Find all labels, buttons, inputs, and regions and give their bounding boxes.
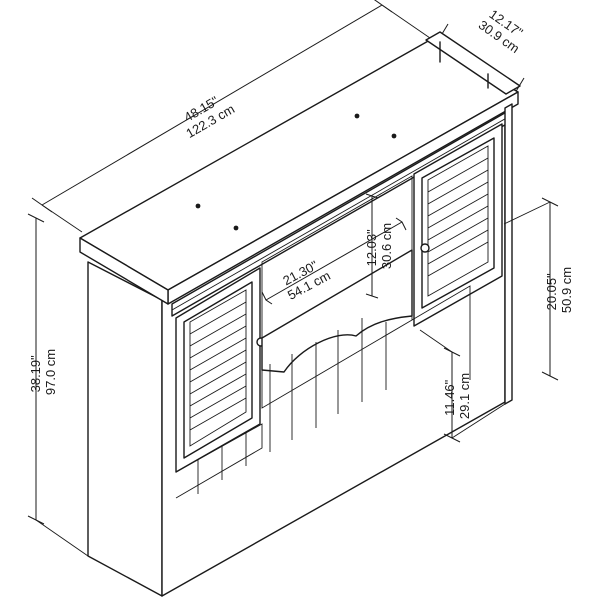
door-height-dimension: 20.05" 50.9 cm	[503, 197, 574, 381]
height-imperial-label: 38.19"	[28, 355, 43, 393]
door-height-imperial-label: 20.05"	[544, 273, 559, 311]
height-dimension: 38.19" 97.0 cm	[27, 213, 89, 557]
lower-clearance-metric-label: 29.1 cm	[457, 373, 472, 419]
center-opening	[175, 175, 471, 499]
svg-text:12.03" 30.6 cm: 12.03" 30.6 cm	[364, 223, 394, 269]
svg-text:20.05" 50.9 cm: 20.05" 50.9 cm	[544, 267, 574, 313]
hutch-body	[79, 31, 521, 597]
svg-text:38.19" 97.0 cm: 38.19" 97.0 cm	[28, 349, 58, 395]
inner-height-dimension: 12.03" 30.6 cm	[364, 193, 394, 299]
right-door-knob-icon[interactable]	[420, 243, 430, 253]
inner-height-metric-label: 30.6 cm	[379, 223, 394, 269]
svg-text:11.46" 29.1 cm: 11.46" 29.1 cm	[442, 373, 472, 419]
right-door[interactable]	[413, 123, 503, 327]
svg-text:12.17" 30.9 cm: 12.17" 30.9 cm	[476, 5, 531, 56]
height-metric-label: 97.0 cm	[43, 349, 58, 395]
lower-clearance-imperial-label: 11.46"	[442, 379, 457, 416]
right-door-louvers	[427, 157, 489, 277]
lower-clearance-dimension: 11.46" 29.1 cm	[419, 329, 506, 443]
door-height-metric-label: 50.9 cm	[559, 267, 574, 313]
left-door[interactable]	[175, 267, 266, 473]
left-door-louvers	[189, 301, 247, 431]
inner-height-imperial-label: 12.03"	[364, 229, 379, 267]
